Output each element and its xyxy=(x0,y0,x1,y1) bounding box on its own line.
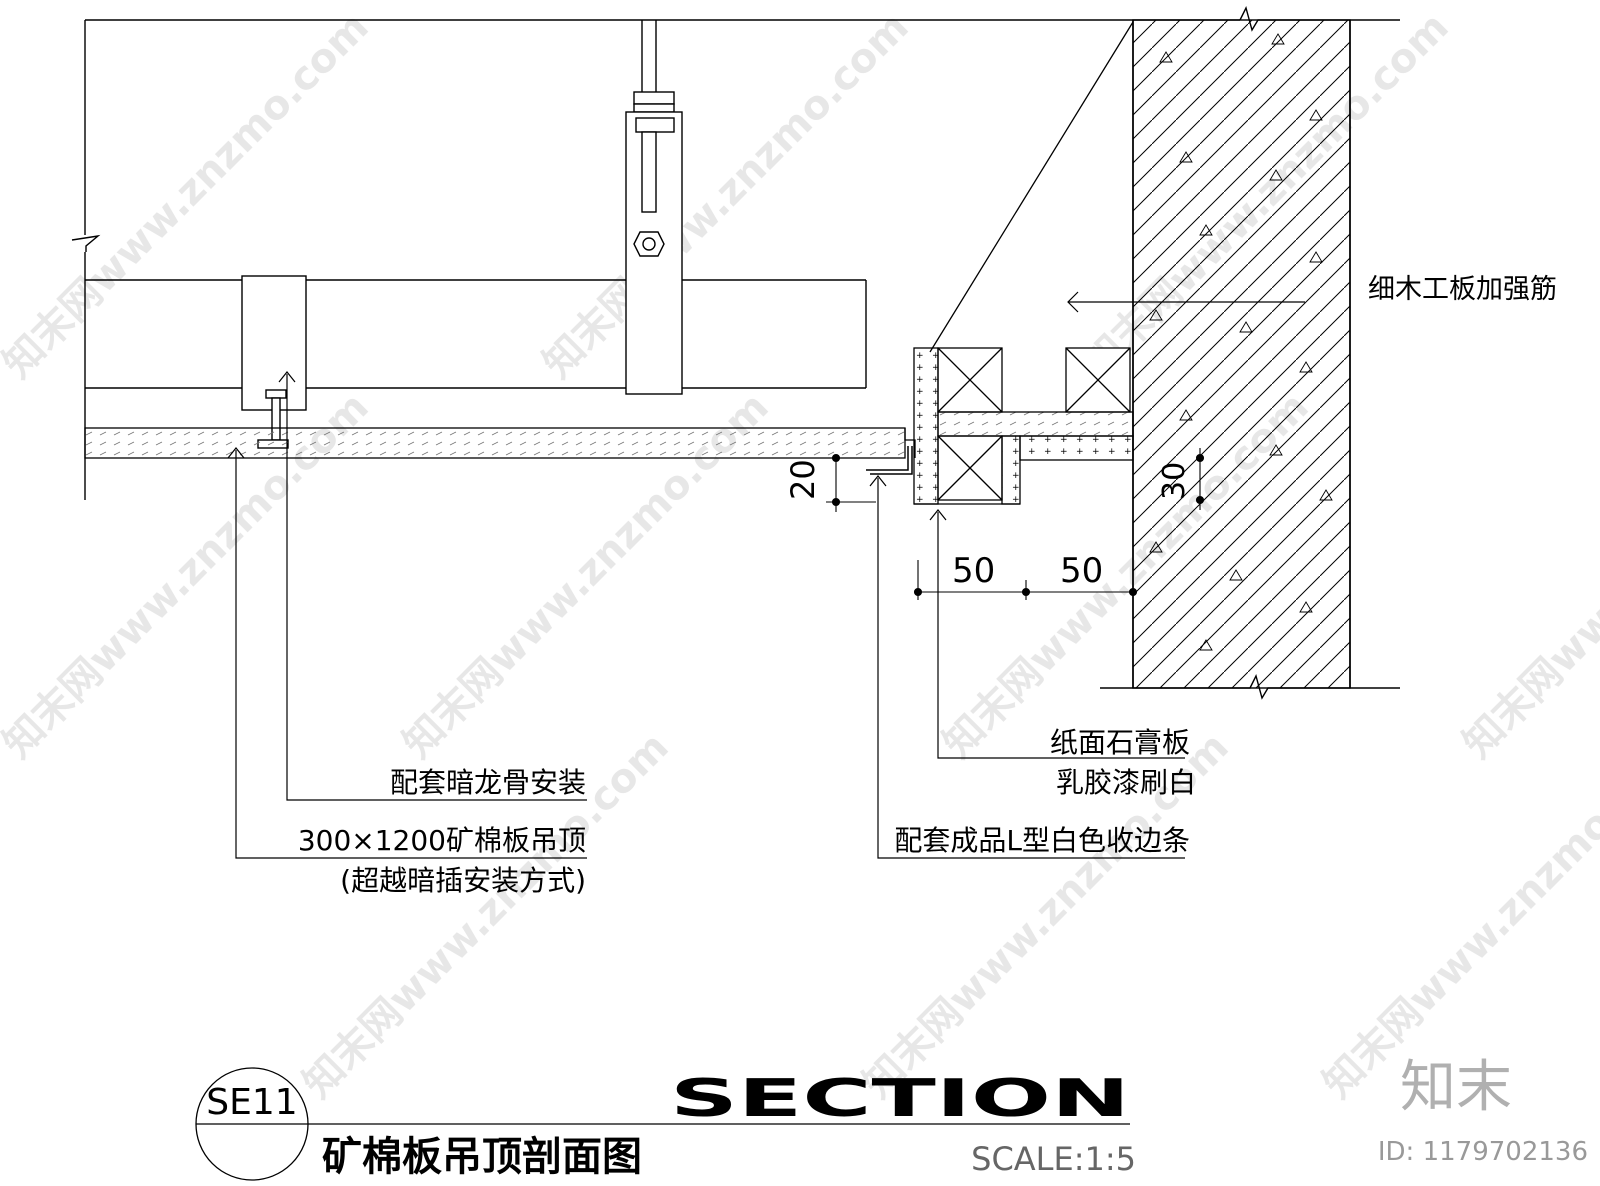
dim-50a-label: 50 xyxy=(952,551,995,591)
brand-logo: 知末 xyxy=(1400,1055,1512,1120)
concrete-wall xyxy=(1100,19,1400,700)
mineral-board xyxy=(84,427,916,459)
label-l-strip: 配套成品L型白色收边条 xyxy=(894,824,1190,857)
title-block: SE11 SECTION 矿棉板吊顶剖面图 SCALE:1:5 xyxy=(195,1067,1136,1181)
label-hidden-keel: 配套暗龙骨安装 xyxy=(390,766,586,799)
watermark-text: 知末网www.znzmo.com xyxy=(0,4,378,387)
timber-brace xyxy=(929,21,1134,353)
label-gypsum-line2: 乳胶漆刷白 xyxy=(1056,766,1196,799)
watermark-layer: 知末网www.znzmo.com 知末网www.znzmo.com 知末网www… xyxy=(0,4,1600,1107)
watermark-text: 知末网www.znzmo.com xyxy=(1455,384,1600,767)
timber-blocks xyxy=(937,347,1131,501)
hidden-keel-clip xyxy=(241,275,307,449)
dim-20-label: 20 xyxy=(784,459,822,500)
plywood-board xyxy=(937,411,1134,461)
label-gypsum-line1: 纸面石膏板 xyxy=(1050,726,1190,759)
label-ceiling-line1: 300×1200矿棉板吊顶 xyxy=(298,824,586,857)
detail-code: SE11 xyxy=(206,1082,297,1123)
watermark-text: 知末网www.znzmo.com xyxy=(1315,724,1600,1107)
drawing-scale: SCALE:1:5 xyxy=(971,1140,1136,1178)
main-keel xyxy=(85,279,867,389)
dim-50b-label: 50 xyxy=(1060,551,1103,591)
brand-mark: 知末 ID: 1179702136 xyxy=(1378,1055,1588,1167)
hanger-rod xyxy=(625,20,683,395)
watermark-text: 知末网www.znzmo.com xyxy=(535,4,918,387)
brand-id: ID: 1179702136 xyxy=(1378,1137,1588,1167)
label-ceiling-line2: (超越暗插安装方式) xyxy=(340,864,586,897)
l-strip xyxy=(866,446,913,475)
dim-30-label: 30 xyxy=(1157,462,1192,500)
drawing-title: 矿棉板吊顶剖面图 xyxy=(322,1134,642,1180)
gypsum-board xyxy=(913,347,1021,505)
label-reinforcement: 细木工板加强筋 xyxy=(1368,274,1557,305)
leader-lines xyxy=(227,291,1305,859)
section-heading: SECTION xyxy=(670,1069,1130,1129)
dimension-lines xyxy=(826,448,1205,600)
